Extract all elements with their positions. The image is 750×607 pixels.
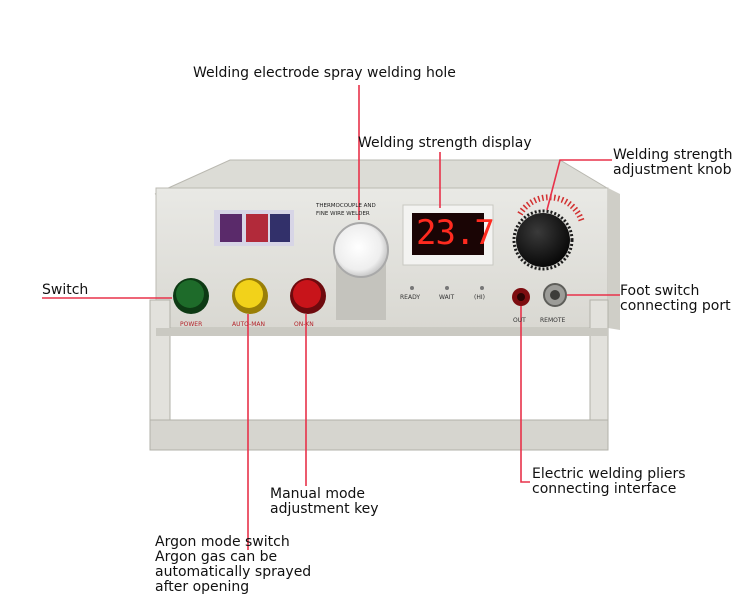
callout-strength-display: Welding strength display bbox=[358, 135, 532, 151]
callout-foot-switch-line1: Foot switch bbox=[620, 283, 700, 299]
brand-logo-mark bbox=[220, 214, 242, 242]
strength-readout: 23.7 bbox=[416, 213, 495, 253]
case-side bbox=[608, 188, 620, 330]
handle-bottom bbox=[149, 419, 609, 451]
callout-strength-knob-line2: adjustment knob bbox=[613, 162, 732, 178]
callout-argon-switch-line4: after opening bbox=[155, 579, 250, 595]
status-ready: READY bbox=[400, 294, 421, 301]
callout-manual-key: Manual mode adjustment key bbox=[270, 487, 379, 517]
callout-pliers-line1: Electric welding pliers bbox=[532, 466, 686, 482]
status-wait: WAIT bbox=[439, 294, 455, 301]
callout-line-knob bbox=[546, 159, 612, 211]
ready-led bbox=[410, 286, 414, 290]
callout-switch: Switch bbox=[42, 282, 89, 298]
brand-logo-mark-2 bbox=[246, 214, 268, 242]
wait-led bbox=[445, 286, 449, 290]
callout-foot-switch-line2: connecting port bbox=[620, 298, 731, 314]
callout-line-pliers bbox=[520, 306, 530, 483]
strength-adjustment-knob bbox=[516, 213, 570, 267]
brand-logo-mark-3 bbox=[270, 214, 290, 242]
out-label: OUT bbox=[513, 317, 526, 324]
manual-label: ON-KN bbox=[294, 321, 314, 328]
callout-manual-key-line1: Manual mode bbox=[270, 486, 366, 502]
callout-pliers: Electric welding pliers connecting inter… bbox=[532, 467, 686, 497]
hi-led bbox=[480, 286, 484, 290]
callout-argon-switch-line3: automatically sprayed bbox=[155, 564, 312, 580]
auto-man-label: AUTO-MAN bbox=[232, 321, 265, 328]
power-label: POWER bbox=[180, 321, 203, 328]
callout-strength-knob-line1: Welding strength bbox=[613, 147, 733, 163]
callout-argon-switch: Argon mode switch Argon gas can be autom… bbox=[155, 535, 311, 595]
callout-manual-key-line2: adjustment key bbox=[270, 501, 379, 517]
knob-scale bbox=[517, 194, 585, 223]
callout-spray-hole: Welding electrode spray welding hole bbox=[193, 65, 456, 81]
callout-argon-switch-line2: Argon gas can be bbox=[155, 549, 278, 565]
panel-base bbox=[156, 328, 608, 336]
device-title-line1: THERMOCOUPLE AND bbox=[316, 203, 376, 209]
callout-argon-switch-line1: Argon mode switch bbox=[155, 534, 290, 550]
device-title-line2: FINE WIRE WELDER bbox=[316, 211, 370, 217]
spray-welding-hole bbox=[333, 222, 389, 278]
led-display bbox=[412, 213, 484, 255]
callout-strength-knob: Welding strength adjustment knob bbox=[613, 148, 732, 178]
status-hi: (HI) bbox=[474, 294, 485, 301]
device-title: THERMOCOUPLE AND FINE WIRE WELDER bbox=[316, 202, 376, 218]
callout-foot-switch: Foot switch connecting port bbox=[620, 284, 731, 314]
remote-label: REMOTE bbox=[540, 317, 566, 324]
callout-pliers-line2: connecting interface bbox=[532, 481, 677, 497]
callout-lines bbox=[42, 85, 620, 550]
